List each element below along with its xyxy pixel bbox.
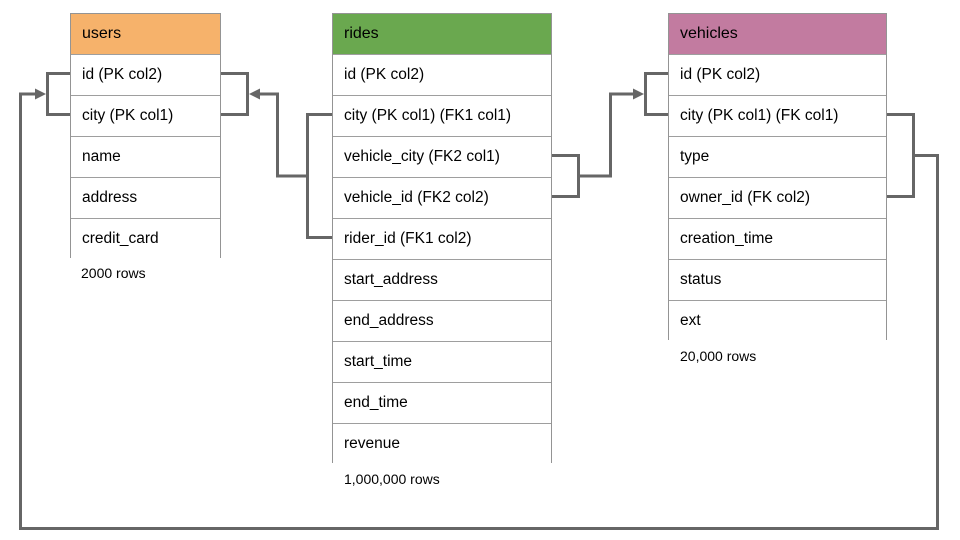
table-rides-header: rides [333, 14, 551, 54]
row-count-label: 1,000,000 rows [344, 471, 440, 487]
column-row: address [71, 177, 220, 218]
row-count-label: 20,000 rows [680, 348, 757, 364]
column-row: vehicle_city (FK2 col1) [333, 136, 551, 177]
arrowhead [633, 88, 644, 100]
fk-line-rides-to-users [221, 72, 332, 239]
column-row: start_address [333, 259, 551, 300]
arrowhead [35, 88, 46, 100]
users-right-bracket [221, 72, 249, 116]
column-row: creation_time [669, 218, 886, 259]
column-row: ext [669, 300, 886, 341]
table-name: vehicles [680, 25, 738, 42]
connector-path [259, 92, 308, 178]
column-row: type [669, 136, 886, 177]
table-vehicles: vehicles id (PK col2) city (PK col1) (FK… [668, 13, 887, 341]
vehicles-left-bracket [644, 72, 668, 116]
column-row: credit_card [71, 218, 220, 259]
column-row: id (PK col2) [71, 54, 220, 95]
arrowhead [249, 88, 260, 100]
column-row: revenue [333, 423, 551, 464]
column-row: name [71, 136, 220, 177]
column-row: id (PK col2) [669, 54, 886, 95]
column-row: owner_id (FK col2) [669, 177, 886, 218]
vehicles-right-bracket [887, 113, 915, 198]
table-name: users [82, 25, 122, 42]
connector-path [578, 92, 633, 178]
rides-left-bracket [306, 113, 332, 239]
column-row: end_address [333, 300, 551, 341]
column-row: start_time [333, 341, 551, 382]
table-name: rides [344, 25, 379, 42]
column-row: city (PK col1) (FK1 col1) [333, 95, 551, 136]
column-row: city (PK col1) (FK col1) [669, 95, 886, 136]
column-row: id (PK col2) [333, 54, 551, 95]
table-users-header: users [71, 14, 220, 54]
column-row: city (PK col1) [71, 95, 220, 136]
fk-line-rides-to-vehicles [552, 72, 668, 198]
column-row: vehicle_id (FK2 col2) [333, 177, 551, 218]
table-rides: rides id (PK col2) city (PK col1) (FK1 c… [332, 13, 552, 464]
table-vehicles-header: vehicles [669, 14, 886, 54]
row-count-label: 2000 rows [81, 265, 146, 281]
column-row: status [669, 259, 886, 300]
users-left-bracket [46, 72, 70, 116]
column-row: rider_id (FK1 col2) [333, 218, 551, 259]
rides-right-bracket [552, 154, 580, 198]
table-users: users id (PK col2) city (PK col1) name a… [70, 13, 221, 259]
column-row: end_time [333, 382, 551, 423]
